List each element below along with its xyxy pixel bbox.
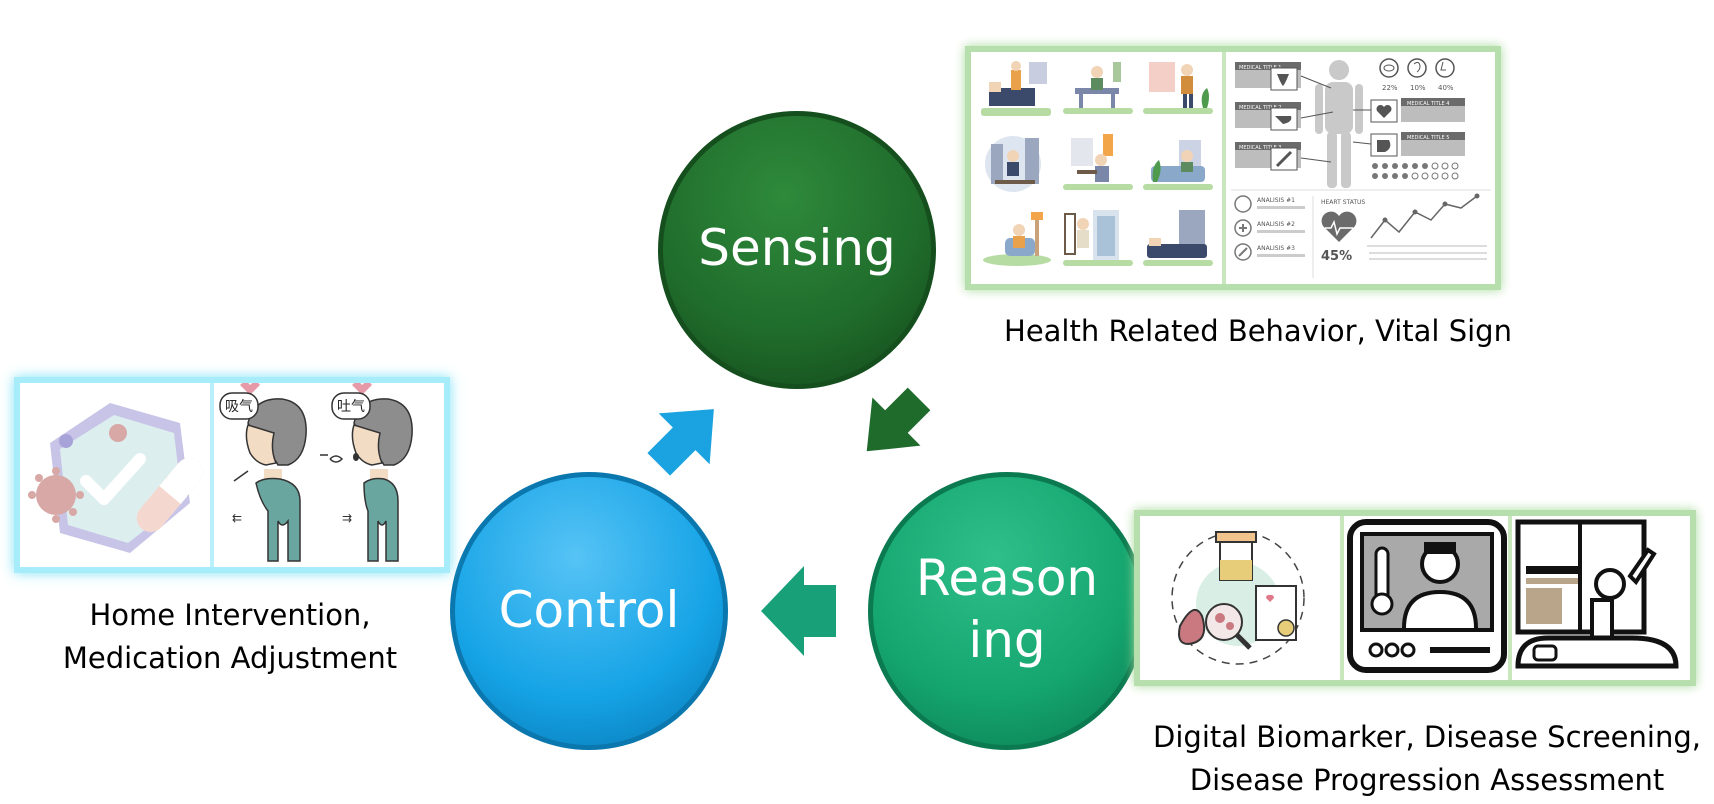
analysis-item-2: ANALISIS #2 — [1234, 219, 1305, 237]
person-inhale: ⇇ 吸气 — [219, 383, 307, 562]
scene-desk-icon — [1063, 62, 1133, 114]
medical-title-box-2: MEDICAL TITLE 2 — [1235, 102, 1301, 131]
arrow-reasoning-to-control — [761, 566, 836, 656]
reasoning-caption-line1: Digital Biomarker, Disease Screening, — [1153, 720, 1701, 754]
medical-title-box-3: MEDICAL TITLE 3 — [1235, 142, 1301, 171]
reasoning-caption-line2: Disease Progression Assessment — [1189, 763, 1665, 797]
control-caption-line2: Medication Adjustment — [62, 641, 398, 675]
human-body-silhouette — [1315, 60, 1363, 188]
reasoning-label-line2: ing — [968, 611, 1045, 669]
reasoning-node: Reason ing — [868, 472, 1146, 750]
liver-icon — [1275, 116, 1292, 124]
exhale-label: 吐气 — [337, 399, 365, 415]
reasoning-image-panel — [1134, 510, 1696, 686]
stomach-icon — [1377, 140, 1391, 152]
trend-line-graphic — [1367, 193, 1487, 260]
sensing-node: Sensing — [658, 111, 936, 389]
medical-title-box-1: MEDICAL TITLE 1 — [1235, 62, 1301, 91]
heart-status-icon — [1321, 211, 1357, 242]
medical-title-box-5: MEDICAL TITLE 5 — [1370, 132, 1465, 157]
control-caption-line1: Home Intervention, — [89, 598, 371, 632]
svg-text:⇇: ⇇ — [232, 511, 242, 525]
eye-percent: 22% — [1382, 84, 1398, 92]
svg-text:MEDICAL TITLE 2: MEDICAL TITLE 2 — [1239, 105, 1281, 111]
control-label: Control — [499, 581, 680, 639]
svg-text:MEDICAL TITLE 1: MEDICAL TITLE 1 — [1239, 65, 1281, 71]
control-image-panel: ⇇ 吸气 ⇉ 吐气 — [14, 377, 450, 573]
medical-title-box-4: MEDICAL TITLE 4 — [1370, 98, 1465, 123]
lungs-icon — [1277, 74, 1289, 86]
analysis-item-1: ANALISIS #1 — [1234, 195, 1305, 213]
ear-icon — [1407, 58, 1427, 78]
scene-reading-icon — [983, 212, 1051, 266]
intervention-illustration: ⇇ 吸气 ⇉ 吐气 — [20, 383, 444, 567]
reasoning-label-line1: Reason — [916, 549, 1098, 607]
sensing-caption: Health Related Behavior, Vital Sign — [1004, 314, 1512, 348]
scene-plant-icon — [1143, 62, 1213, 114]
heart-status-label: HEART STATUS — [1321, 199, 1365, 206]
ear-percent: 10% — [1410, 84, 1426, 92]
vitals-infographic: MEDICAL TITLE 1 MEDICAL TITLE 2 MEDICAL … — [1226, 52, 1495, 284]
nose-percent: 40% — [1438, 84, 1454, 92]
lab-analysis-icon — [1171, 531, 1305, 665]
breathing-exercise-illustration: ⇇ 吸气 ⇉ 吐气 — [214, 383, 444, 567]
scene-sofa-icon — [1143, 140, 1213, 190]
daily-activity-scenes — [981, 61, 1213, 266]
arrow-sensing-to-reasoning — [866, 387, 931, 452]
inhale-label: 吸气 — [225, 399, 253, 415]
reasoning-icons — [1171, 516, 1679, 680]
indicator-dots — [1372, 162, 1459, 180]
scene-bed-icon — [981, 61, 1051, 116]
virus-icon — [28, 467, 84, 523]
control-node: Control — [450, 472, 728, 750]
sensing-image-panel: MEDICAL TITLE 1 MEDICAL TITLE 2 MEDICAL … — [965, 46, 1501, 290]
plus-icon — [1239, 224, 1247, 232]
scene-rest-icon — [1143, 210, 1213, 266]
svg-text:ANALISIS #3: ANALISIS #3 — [1257, 245, 1295, 252]
person-exhale: ⇉ 吐气 — [320, 383, 413, 562]
analysis-item-3: ANALISIS #3 — [1234, 243, 1305, 261]
heart-status-value: 45% — [1321, 249, 1352, 264]
svg-text:MEDICAL TITLE 3: MEDICAL TITLE 3 — [1239, 145, 1281, 151]
capsule-icon — [136, 458, 204, 532]
screening-monitor-icon — [1347, 519, 1507, 673]
svg-text:MEDICAL TITLE 4: MEDICAL TITLE 4 — [1407, 101, 1449, 107]
nose-icon — [1435, 58, 1455, 78]
svg-text:⇉: ⇉ — [342, 511, 352, 525]
arrow-control-to-sensing — [647, 409, 714, 476]
scene-door-icon — [1063, 210, 1133, 266]
pill-icon — [1238, 247, 1248, 257]
bone-icon — [1275, 150, 1293, 168]
medication-icon — [20, 383, 210, 567]
scene-office-icon — [1063, 134, 1133, 190]
scene-city-sitting-icon — [985, 136, 1041, 192]
sensing-label: Sensing — [698, 219, 896, 277]
eye-icon — [1379, 58, 1399, 78]
svg-text:ANALISIS #2: ANALISIS #2 — [1257, 221, 1295, 228]
behavior-and-vitals-illustration: MEDICAL TITLE 1 MEDICAL TITLE 2 MEDICAL … — [981, 52, 1495, 284]
progression-assessment-icon — [1515, 519, 1679, 669]
svg-text:ANALISIS #1: ANALISIS #1 — [1257, 197, 1295, 204]
svg-text:MEDICAL TITLE 5: MEDICAL TITLE 5 — [1407, 135, 1449, 141]
heart-organ-icon — [1376, 104, 1392, 118]
